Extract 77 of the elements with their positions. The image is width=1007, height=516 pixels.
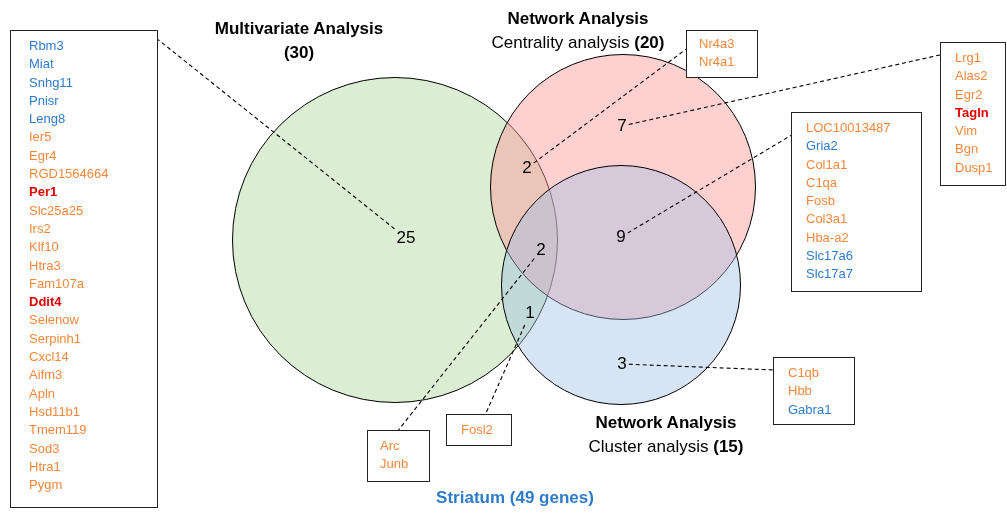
gene-name: Fosl2 xyxy=(461,421,494,439)
gene-name: Irs2 xyxy=(29,219,52,238)
gene-name: Aifm3 xyxy=(29,366,64,385)
leader-line xyxy=(485,324,526,415)
gene-name: Hba-a2 xyxy=(806,228,850,247)
gene-name: Gria2 xyxy=(806,137,839,156)
gene-name: Tmem119 xyxy=(29,421,88,440)
leader-line xyxy=(533,48,687,164)
gene-name: Bgn xyxy=(955,140,980,159)
gene-name: Pnisr xyxy=(29,91,60,110)
gene-name: Ddit4 xyxy=(29,293,63,312)
gene-name: Htra1 xyxy=(29,457,62,476)
gene-name: Col1a1 xyxy=(806,155,849,174)
gene-list-box xyxy=(446,414,512,446)
circle-title: Network Analysis xyxy=(507,8,649,30)
gene-name: Sod3 xyxy=(29,439,61,458)
gene-name: Slc17a6 xyxy=(806,247,854,266)
circle-title: Multivariate Analysis xyxy=(214,18,384,40)
gene-name: Junb xyxy=(380,455,410,474)
leader-line xyxy=(628,363,774,371)
gene-name: Dusp1 xyxy=(955,158,994,177)
leader-line xyxy=(628,54,941,126)
leader-line xyxy=(397,257,535,431)
gene-name: Egr4 xyxy=(29,146,58,165)
gene-name: Gabra1 xyxy=(788,400,833,419)
gene-list-box xyxy=(940,42,1006,186)
count-label: 9 xyxy=(616,227,626,247)
gene-name: Snhg11 xyxy=(29,73,74,92)
count-label: 3 xyxy=(617,354,627,374)
count-label: 7 xyxy=(617,116,627,136)
gene-name: Lrg1 xyxy=(955,49,983,67)
gene-list-box xyxy=(791,112,922,292)
gene-name: Cxcl14 xyxy=(29,348,70,367)
gene-name: C1qa xyxy=(806,173,839,192)
gene-name: Tagln xyxy=(955,103,990,122)
gene-name: Leng8 xyxy=(29,110,67,129)
circle-title: Network Analysis xyxy=(595,412,737,434)
gene-name: Ier5 xyxy=(29,128,53,147)
gene-name: Selenow xyxy=(29,311,80,330)
leader-line xyxy=(627,134,792,234)
gene-name: Slc17a7 xyxy=(806,265,854,284)
gene-name: Slc25a25 xyxy=(29,201,85,220)
gene-list-box xyxy=(686,30,758,78)
gene-name: Rbm3 xyxy=(29,37,65,55)
count-label: 2 xyxy=(522,158,532,178)
gene-name: Fam107a xyxy=(29,274,85,293)
gene-name: Nr4a3 xyxy=(699,35,736,53)
gene-list-box xyxy=(773,357,855,425)
count-label: 1 xyxy=(525,303,535,323)
gene-name: Per1 xyxy=(29,183,59,202)
gene-name: Egr2 xyxy=(955,85,984,104)
count-label: 25 xyxy=(396,228,416,248)
circle-title: Centrality analysis (20) xyxy=(491,32,665,54)
leader-line xyxy=(157,39,396,230)
gene-name: Serpinh1 xyxy=(29,329,83,348)
gene-name: Apln xyxy=(29,384,57,403)
gene-list-box xyxy=(367,430,430,482)
gene-name: Alas2 xyxy=(955,67,989,86)
gene-name: Hsd11b1 xyxy=(29,402,82,421)
gene-name: Vim xyxy=(955,122,979,141)
gene-name: Hbb xyxy=(788,382,813,401)
count-label: 2 xyxy=(536,240,546,260)
gene-name: Pygm xyxy=(29,476,64,495)
gene-name: C1qb xyxy=(788,364,821,382)
gene-list-box xyxy=(10,30,158,508)
gene-name: Fosb xyxy=(806,192,836,211)
gene-name: LOC10013487 xyxy=(806,119,892,137)
gene-name: Htra3 xyxy=(29,256,62,275)
circle-title: Cluster analysis (15) xyxy=(588,436,744,458)
caption: Striatum (49 genes) xyxy=(436,487,594,509)
gene-name: Miat xyxy=(29,55,55,74)
gene-name: Col3a1 xyxy=(806,210,849,229)
gene-name: Klf10 xyxy=(29,238,60,257)
circle-title: (30) xyxy=(283,42,315,64)
gene-name: RGD1564664 xyxy=(29,165,110,184)
gene-name: Nr4a1 xyxy=(699,53,736,72)
gene-name: Arc xyxy=(380,437,401,455)
